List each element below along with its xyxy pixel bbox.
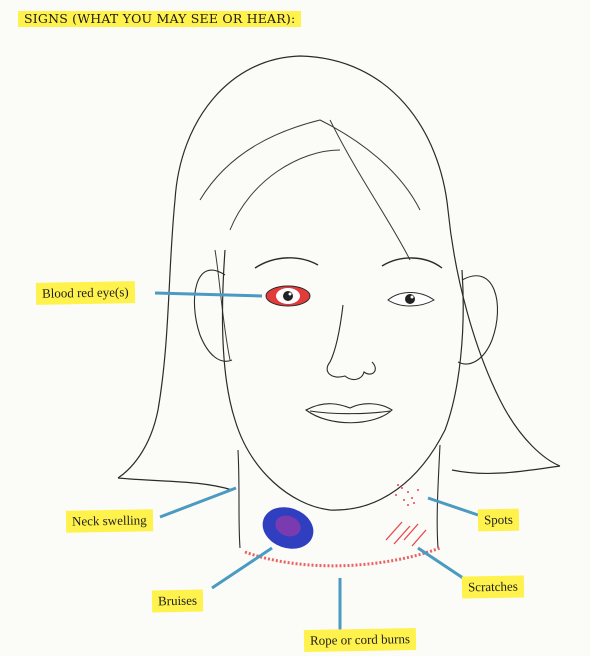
hair-inner-lines [200, 120, 420, 360]
rope-burn-mark [245, 548, 440, 566]
label-bruises: Bruises [152, 590, 203, 613]
right-eyebrow [382, 258, 442, 268]
nose [327, 305, 375, 379]
pointer-spots [428, 498, 478, 515]
spots-mark [395, 484, 419, 506]
right-pupil-glint [411, 296, 414, 299]
pointer-scratches [418, 548, 466, 580]
pointer-blood-red-eye [155, 293, 262, 296]
mouth [306, 404, 392, 423]
scratches-mark [386, 522, 426, 546]
label-spots: Spots [478, 509, 519, 532]
label-blood-red-eye: Blood red eye(s) [36, 281, 135, 305]
pointer-bruises [212, 548, 272, 588]
label-rope-burns: Rope or cord burns [304, 628, 416, 652]
label-scratches: Scratches [462, 575, 524, 598]
label-neck-swelling: Neck swelling [66, 509, 153, 533]
right-ear [458, 276, 498, 364]
hair-outline [118, 56, 560, 490]
left-eyebrow [255, 258, 318, 268]
left-pupil [283, 291, 293, 301]
face-outline [222, 250, 463, 510]
left-ear [194, 270, 232, 361]
pointer-neck-swelling [160, 488, 236, 517]
right-pupil [405, 294, 415, 304]
left-pupil-glint [289, 293, 292, 296]
